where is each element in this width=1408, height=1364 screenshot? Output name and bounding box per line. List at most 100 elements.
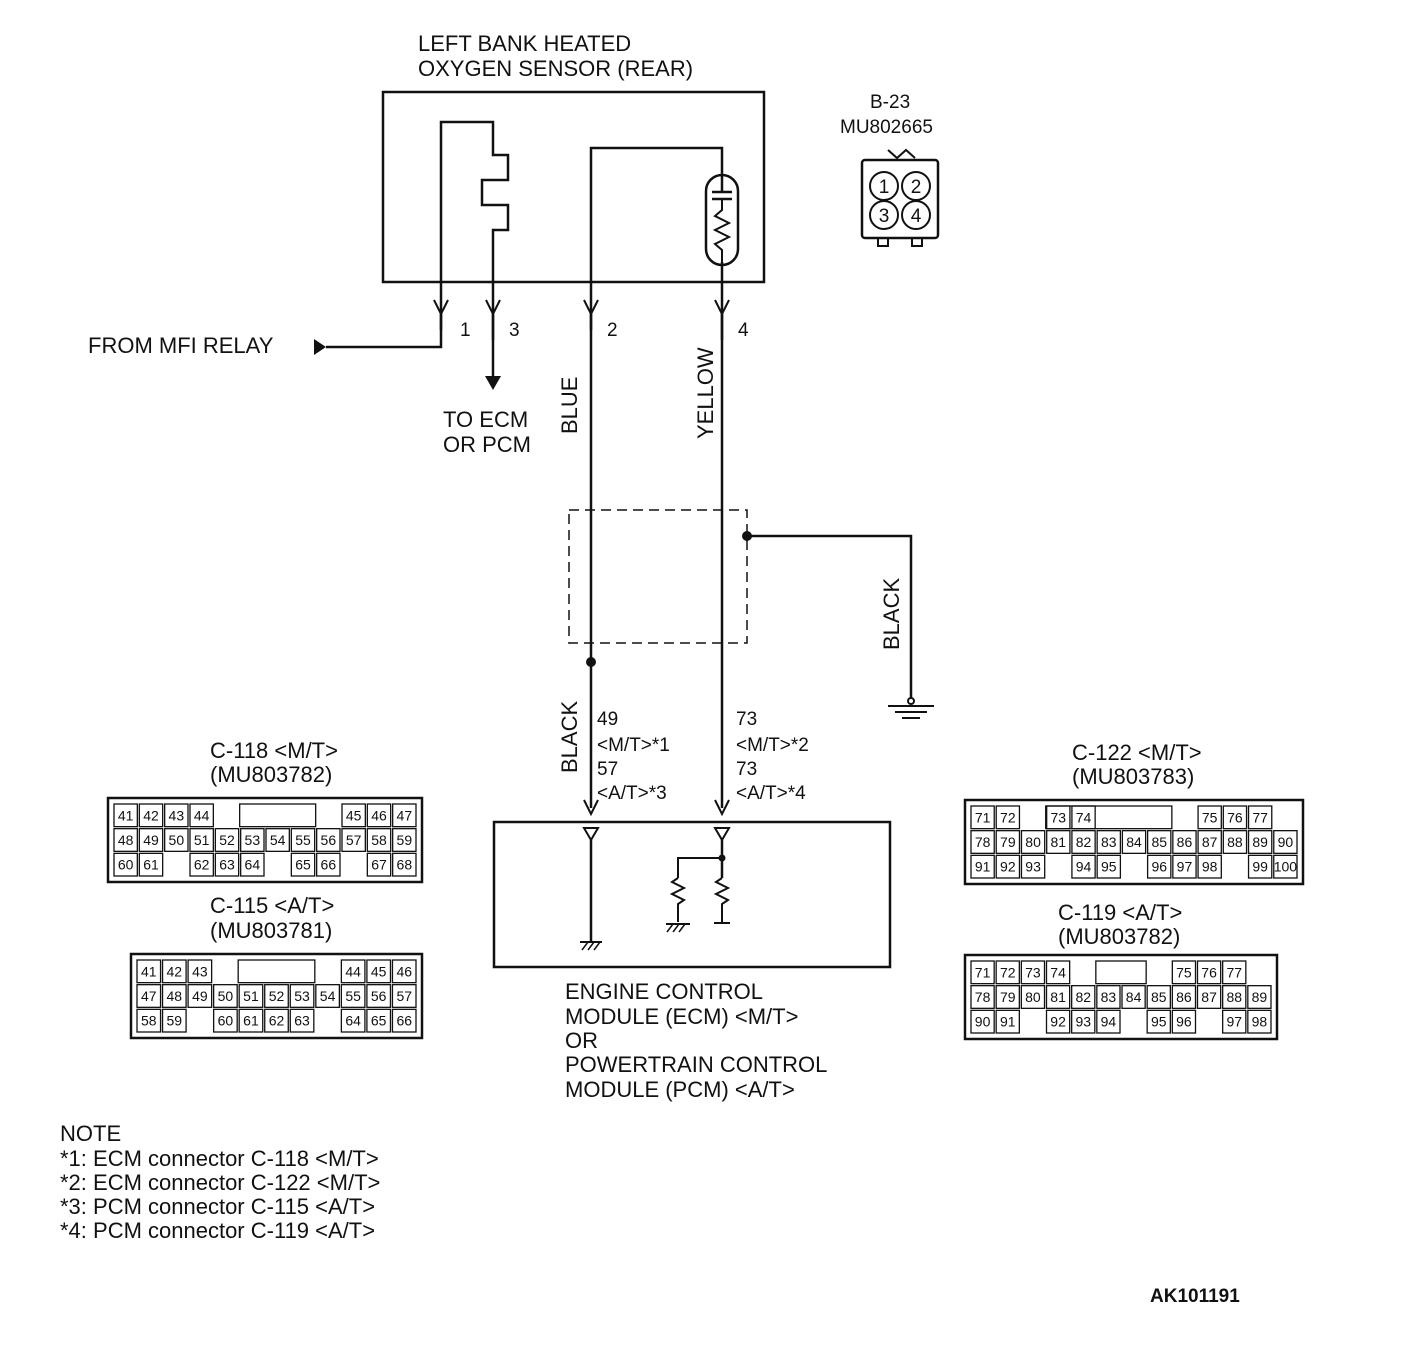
pin-number: 82 (1076, 834, 1092, 850)
connector-id: C-119 <A/T> (1058, 900, 1182, 925)
pin-cell (995, 830, 1021, 854)
pin-cell (1020, 985, 1046, 1009)
pin-number: 71 (975, 809, 991, 825)
pin-number: 74 (1050, 964, 1066, 980)
pin-cell (187, 959, 213, 984)
b23-pin-2: 2 (911, 177, 922, 198)
pin-cell (189, 803, 214, 828)
pin-cell (1197, 805, 1222, 830)
pin-cell (136, 959, 162, 984)
terminal-left-4: <A/T>*3 (597, 783, 667, 804)
pin-number: 59 (397, 832, 413, 848)
pin-number: 84 (1126, 834, 1142, 850)
pin-cell (1020, 854, 1046, 879)
module-line2: MODULE (ECM) <M/T> (565, 1004, 798, 1029)
pin-cell (316, 852, 341, 877)
sensor-pin-1: 1 (460, 320, 471, 341)
pin-cell (136, 984, 162, 1008)
pin-number: 62 (194, 857, 210, 873)
sensor-connector-b23: B-23 MU802665 1 2 3 4 (840, 92, 940, 247)
pin-number: 75 (1202, 809, 1218, 825)
shield-box (568, 509, 748, 644)
pin-number: 45 (371, 963, 387, 979)
pin-number: 99 (1252, 859, 1268, 875)
pin-cell (189, 828, 214, 852)
pin-cell (970, 960, 995, 985)
pin-cell (995, 1009, 1020, 1034)
pin-number: 55 (345, 988, 361, 1004)
pin-cell (187, 984, 213, 1008)
pin-number: 61 (143, 857, 159, 873)
connector-outline (129, 952, 424, 1040)
pin-number: 90 (975, 1014, 991, 1030)
pin-cell (1247, 805, 1273, 830)
pin-cell (1146, 830, 1172, 854)
pin-cell (161, 1008, 187, 1033)
pin-number: 65 (295, 857, 311, 873)
terminal-right-3: 73 (736, 759, 757, 780)
b23-pin-1: 1 (879, 177, 890, 198)
pin-cell (391, 959, 417, 984)
pin-number: 80 (1025, 834, 1041, 850)
pin-number: 95 (1151, 1014, 1167, 1030)
pin-cell (970, 805, 995, 830)
module-line4: POWERTRAIN CONTROL (565, 1052, 827, 1077)
pin-number: 53 (294, 988, 310, 1004)
pin-number: 46 (396, 963, 412, 979)
pin-number: 63 (219, 857, 235, 873)
sensor-title-line2: OXYGEN SENSOR (REAR) (418, 56, 693, 81)
pin-number: 83 (1101, 989, 1117, 1005)
pin-cell (1222, 805, 1248, 830)
pin-number: 97 (1226, 1014, 1242, 1030)
pin-number: 74 (1076, 809, 1092, 825)
terminal-right-2: <M/T>*2 (736, 735, 809, 756)
pin-cell (366, 959, 392, 984)
pin-number: 58 (371, 832, 387, 848)
pin-cell (366, 828, 392, 852)
pin-cell (136, 1008, 162, 1033)
pin-number: 89 (1252, 834, 1268, 850)
pin-cell (392, 852, 417, 877)
sensor-pin-4: 4 (738, 320, 749, 341)
pin-number: 49 (143, 832, 159, 848)
pin-number: 81 (1050, 989, 1066, 1005)
pin-cell (1197, 830, 1222, 854)
pin-number: 65 (371, 1013, 387, 1029)
pin-cell (265, 828, 290, 852)
pin-number: 91 (975, 859, 991, 875)
pin-cell (995, 960, 1020, 985)
note-heading: NOTE (60, 1121, 121, 1146)
pin-number: 85 (1151, 989, 1167, 1005)
pin-number: 45 (346, 807, 362, 823)
pin-cell (1121, 830, 1147, 854)
pin-cell (161, 984, 187, 1008)
pin-number: 80 (1025, 989, 1041, 1005)
pin-number: 63 (294, 1013, 310, 1029)
pin-cell (264, 984, 289, 1008)
pin-number: 86 (1177, 834, 1193, 850)
pin-cell (1247, 985, 1272, 1009)
connector-key (1045, 805, 1173, 830)
pin-number: 82 (1075, 989, 1091, 1005)
pin-cell (1171, 985, 1197, 1009)
pin-cell (391, 984, 417, 1008)
pin-cell (113, 828, 138, 852)
pin-number: 72 (1000, 809, 1016, 825)
pin-number: 62 (269, 1013, 285, 1029)
pin-number: 56 (371, 988, 387, 1004)
pin-cell (1146, 985, 1171, 1009)
pin-cell (341, 828, 366, 852)
pin-cell (340, 984, 366, 1008)
pin-number: 98 (1252, 1014, 1268, 1030)
pin-number: 84 (1126, 989, 1142, 1005)
pin-number: 91 (1000, 1014, 1016, 1030)
terminal-left-3: 57 (597, 759, 618, 780)
pin-cell (214, 828, 240, 852)
connector-outline (963, 798, 1305, 886)
pin-number: 64 (245, 857, 261, 873)
pin-cell (240, 852, 265, 877)
